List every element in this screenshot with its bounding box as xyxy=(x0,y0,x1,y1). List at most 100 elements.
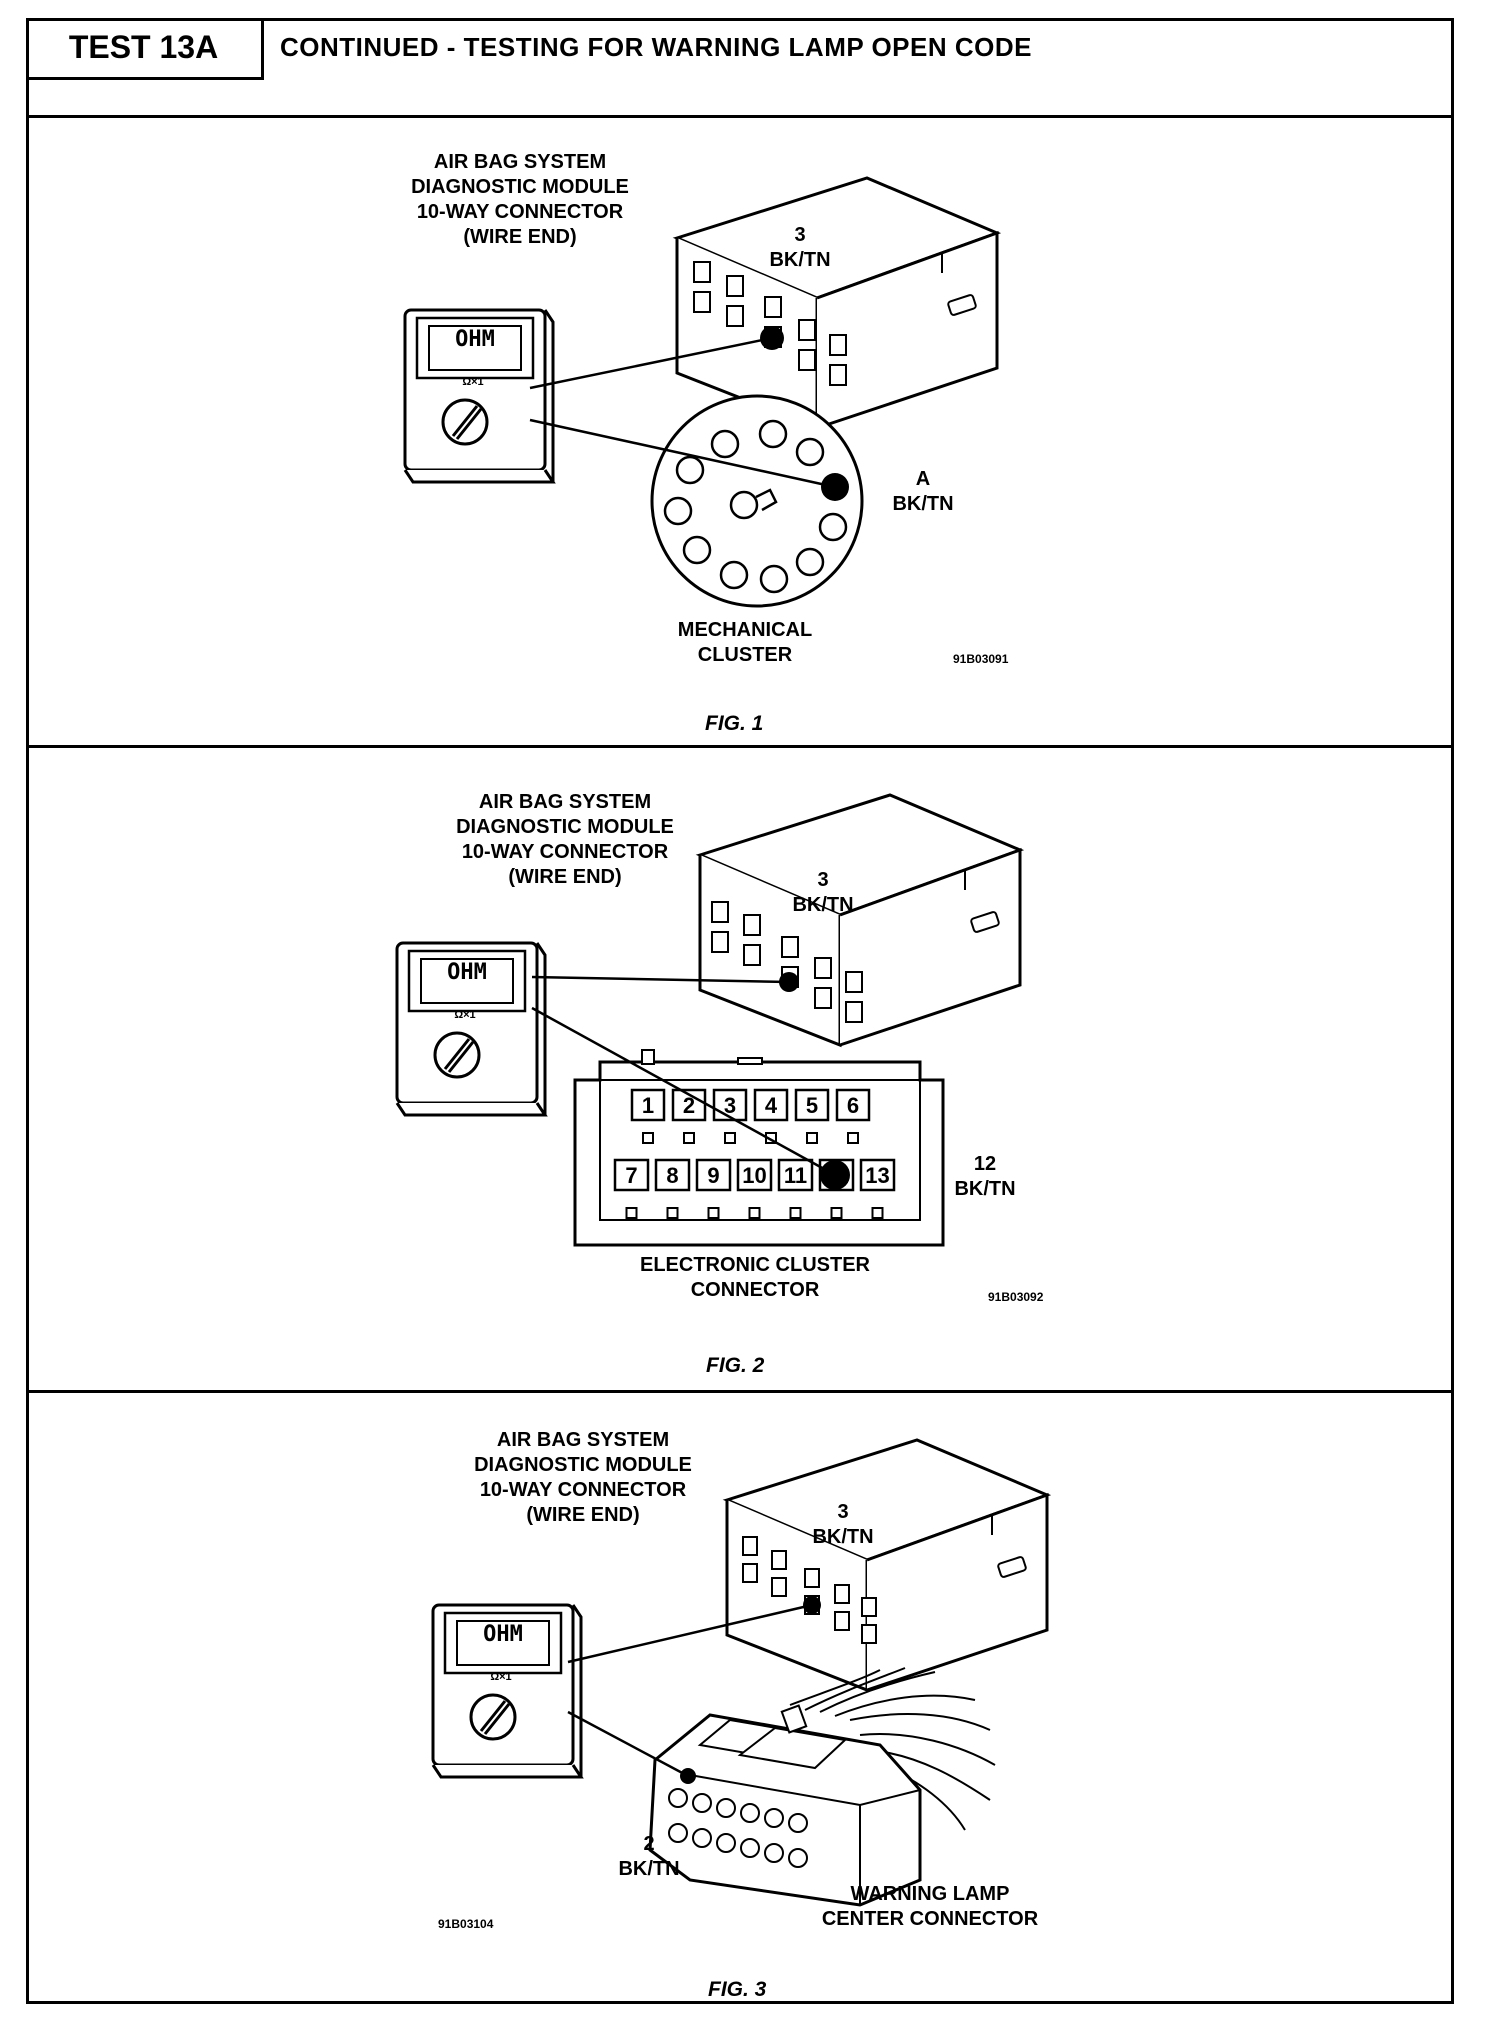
fig2-lead-to-cluster xyxy=(531,1006,836,1177)
fig1-circle-pins xyxy=(663,419,848,594)
fig3-target-label-line: CENTER CONNECTOR xyxy=(821,1908,1039,1930)
fig1-lead-to-cluster xyxy=(529,418,836,489)
test-id-box: TEST 13A xyxy=(26,18,264,80)
pin-socket xyxy=(625,1207,638,1219)
fig3-drawing xyxy=(431,1438,1049,1907)
fig2-lead-to-module xyxy=(531,975,790,984)
fig2-target-pin-color: BK/TN xyxy=(954,1178,1016,1200)
fig2-target-pin-label: 12 BK/TN xyxy=(940,1152,1030,1202)
pin-socket xyxy=(666,1207,679,1219)
fig3-meter-display: OHM xyxy=(483,1622,523,1647)
fig2-module-label-line: (WIRE END) xyxy=(508,866,622,888)
fig3-module-label-line: AIR BAG SYSTEM xyxy=(496,1429,670,1451)
fig2-module-label: AIR BAG SYSTEM DIAGNOSTIC MODULE 10-WAY … xyxy=(425,790,705,890)
fig1-module-pin-label: 3 BK/TN xyxy=(760,223,840,273)
fig3-lead-to-module xyxy=(567,1603,813,1664)
fig2-meter-range: Ω×1 xyxy=(454,1009,476,1021)
fig3-meter-range: Ω×1 xyxy=(490,1671,512,1683)
fig3-module-label-line: 10-WAY CONNECTOR xyxy=(479,1479,687,1501)
fig1-figure-code: 91B03091 xyxy=(953,652,1009,666)
fig3-target-pin-id: 2 xyxy=(643,1833,655,1855)
fig1-module-label: AIR BAG SYSTEM DIAGNOSTIC MODULE 10-WAY … xyxy=(380,150,660,250)
test-id: TEST 13A xyxy=(68,29,219,65)
pin-box xyxy=(712,1088,748,1122)
fig2-module-pin-label: 3 BK/TN xyxy=(783,868,863,918)
pin-box xyxy=(859,1158,896,1192)
fig1-target-label-line: CLUSTER xyxy=(697,644,793,666)
pin-box xyxy=(736,1158,773,1192)
pin-number: 7 xyxy=(625,1163,637,1188)
fig3-figure-code: 91B03104 xyxy=(438,1917,494,1931)
fig3-module-label-line: (WIRE END) xyxy=(526,1504,640,1526)
fig2-target-label-line: CONNECTOR xyxy=(690,1279,820,1301)
fig2-target-pin-id: 12 xyxy=(973,1153,997,1175)
pin-box xyxy=(630,1088,666,1122)
fig1-meter-display: OHM xyxy=(455,327,495,352)
panel-divider-1 xyxy=(26,745,1454,748)
pin-box xyxy=(654,1158,691,1192)
pin-socket xyxy=(847,1132,859,1144)
fig2-meter-display: OHM xyxy=(447,960,487,985)
pin-socket xyxy=(724,1132,736,1144)
fig1-module-label-line: AIR BAG SYSTEM xyxy=(433,151,607,173)
fig2-module-label-line: DIAGNOSTIC MODULE xyxy=(456,816,674,838)
pin-socket xyxy=(748,1207,761,1219)
pin-box xyxy=(613,1158,650,1192)
pin-number: 2 xyxy=(683,1093,695,1118)
page-title: CONTINUED - TESTING FOR WARNING LAMP OPE… xyxy=(280,32,1032,62)
fig2-module-label-line: 10-WAY CONNECTOR xyxy=(461,841,669,863)
fig2-module-pin-number: 3 xyxy=(817,869,829,891)
pin-box xyxy=(777,1158,814,1192)
fig3-lead-to-connector xyxy=(567,1710,689,1778)
pin-socket xyxy=(789,1207,802,1219)
fig3-module-pin-color: BK/TN xyxy=(812,1526,874,1548)
pin-socket xyxy=(830,1207,843,1219)
fig1-lead-to-module xyxy=(529,336,773,390)
fig3-caption: FIG. 3 xyxy=(708,1978,767,2001)
fig3-module-pin-number: 3 xyxy=(837,1501,849,1523)
pin-number: 4 xyxy=(765,1093,778,1118)
fig3-warning-lamp-center-connector xyxy=(648,1704,922,1907)
fig2-module-label-line: AIR BAG SYSTEM xyxy=(478,791,652,813)
pin-number: 6 xyxy=(847,1093,859,1118)
fig1-caption: FIG. 1 xyxy=(705,712,764,735)
pin-socket xyxy=(642,1132,654,1144)
pin-socket xyxy=(806,1132,818,1144)
pin-number: 1 xyxy=(642,1093,654,1118)
fig1-target-pin-id: A xyxy=(915,468,931,490)
fig1-drawing xyxy=(403,176,999,608)
pin-number: 8 xyxy=(666,1163,678,1188)
fig1-target-label: MECHANICAL CLUSTER xyxy=(645,618,845,668)
fig3-target-label: WARNING LAMP CENTER CONNECTOR xyxy=(810,1882,1050,1932)
fig3-target-pin-label: 2 BK/TN xyxy=(609,1832,689,1882)
fig1-target-pin-color: BK/TN xyxy=(892,493,954,515)
fig3-module-pin-label: 3 BK/TN xyxy=(803,1500,883,1550)
pin-box xyxy=(835,1088,871,1122)
pin-socket xyxy=(871,1207,884,1219)
pin-number: 13 xyxy=(865,1163,889,1188)
fig1-meter-range: Ω×1 xyxy=(462,376,484,388)
pin-number: 11 xyxy=(784,1163,807,1188)
pin-box xyxy=(695,1158,732,1192)
pin-box xyxy=(753,1088,789,1122)
fig3-target-pin-color: BK/TN xyxy=(618,1858,680,1880)
pin-socket xyxy=(707,1207,720,1219)
pin-number: 9 xyxy=(707,1163,719,1188)
fig2-target-label-line: ELECTRONIC CLUSTER xyxy=(640,1254,870,1276)
page-header: TEST 13A CONTINUED - TESTING FOR WARNING… xyxy=(26,18,1454,118)
panel-divider-2 xyxy=(26,1390,1454,1393)
pin-number: 10 xyxy=(742,1163,766,1188)
fig1-target-label-line: MECHANICAL xyxy=(677,619,813,641)
fig3-module-label-line: DIAGNOSTIC MODULE xyxy=(474,1454,692,1476)
fig1-module-label-line: (WIRE END) xyxy=(463,226,577,248)
fig2-figure-code: 91B03092 xyxy=(988,1290,1044,1304)
page-frame xyxy=(26,18,1454,2004)
fig2-module-pin-color: BK/TN xyxy=(792,894,854,916)
fig1-module-label-line: DIAGNOSTIC MODULE xyxy=(411,176,629,198)
fig3-module-label: AIR BAG SYSTEM DIAGNOSTIC MODULE 10-WAY … xyxy=(443,1428,723,1528)
fig3-target-label-line: WARNING LAMP xyxy=(850,1883,1010,1905)
